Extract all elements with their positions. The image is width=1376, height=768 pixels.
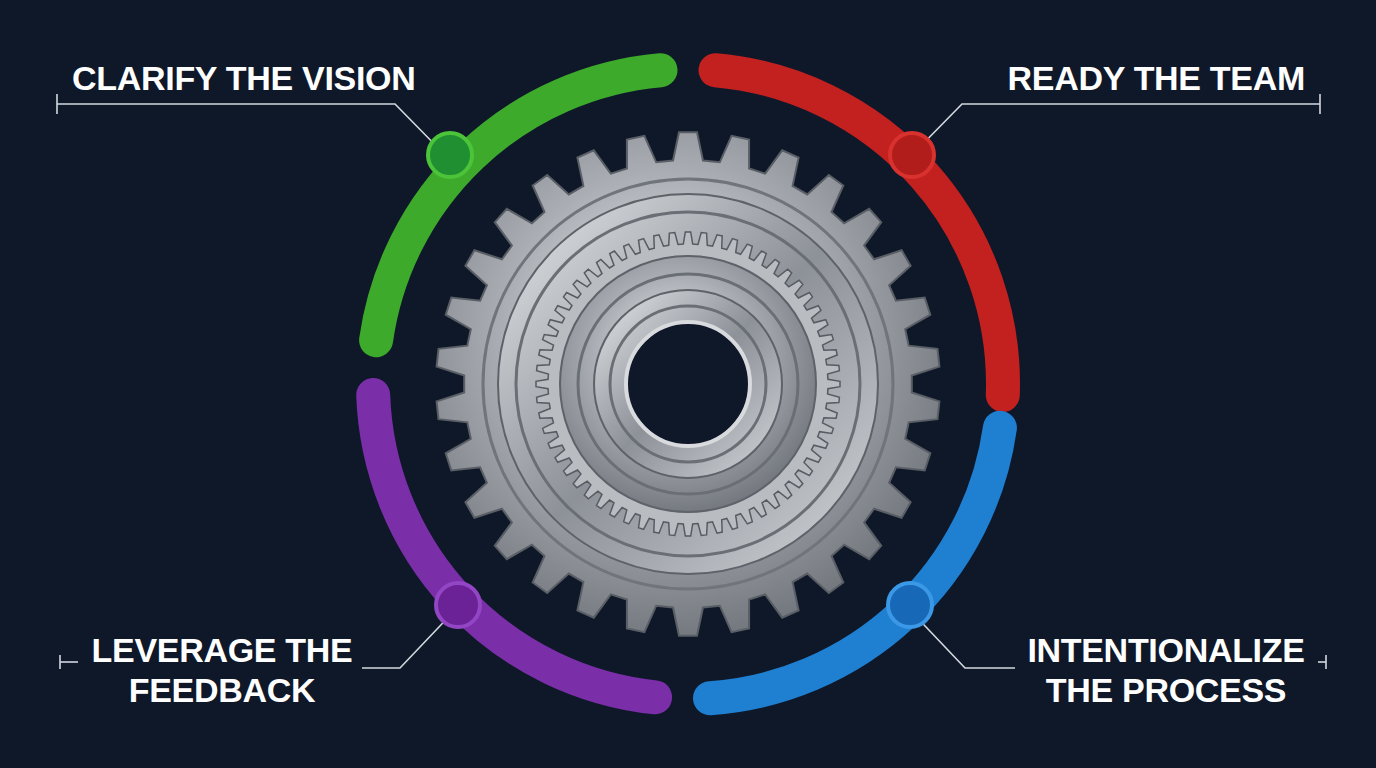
arc-segment xyxy=(716,70,1003,395)
arc-segment xyxy=(710,428,1000,698)
arc-dots xyxy=(428,133,934,627)
gear-hole xyxy=(626,322,750,446)
cycle-arcs xyxy=(373,70,1003,698)
bracket-tick xyxy=(59,655,61,669)
leader-line xyxy=(910,104,1320,157)
gear-ring xyxy=(594,290,782,478)
gear-ring xyxy=(516,212,860,556)
bracket-tick xyxy=(1325,655,1327,669)
arc-dot xyxy=(888,583,932,627)
gear-ring xyxy=(560,256,816,512)
inner-gear xyxy=(536,232,840,536)
gear-ring xyxy=(610,306,766,462)
gear-ring xyxy=(498,194,878,574)
gear-ring xyxy=(578,274,798,494)
bracket-line xyxy=(1318,661,1326,663)
leader-lines xyxy=(57,94,1326,669)
stage-label: CLARIFY THE VISION xyxy=(72,58,432,98)
arc-segment xyxy=(376,70,660,340)
gear xyxy=(437,132,940,636)
arc-dot xyxy=(436,583,480,627)
gear-ring xyxy=(483,179,893,589)
leader-line xyxy=(57,104,447,157)
gear-body xyxy=(437,132,940,636)
bracket-tick xyxy=(1319,94,1321,114)
arc-dot xyxy=(890,133,934,177)
stage-label: READY THE TEAM xyxy=(965,58,1305,98)
arc-dot xyxy=(428,133,472,177)
stage-label: INTENTIONALIZE THE PROCESS xyxy=(1020,630,1312,710)
stage-label: LEVERAGE THE FEEDBACK xyxy=(86,630,358,710)
bracket-tick xyxy=(56,94,58,114)
bracket-line xyxy=(60,661,78,663)
